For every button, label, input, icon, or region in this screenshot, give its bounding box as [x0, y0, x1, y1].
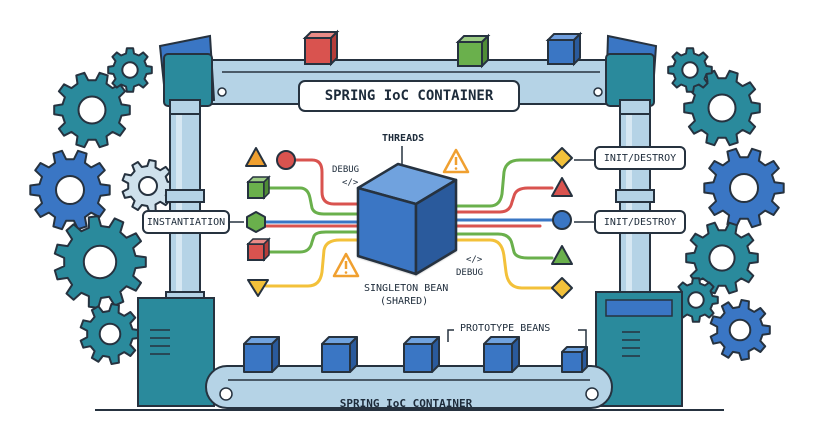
cube-icon	[246, 237, 271, 262]
left-cabinet-vents	[150, 329, 170, 355]
triangle-icon	[551, 245, 573, 265]
code-tag-right: </>	[466, 255, 483, 265]
gear-icon	[709, 299, 771, 361]
singleton-label-line1: SINGLETON BEAN	[364, 283, 449, 294]
gear-icon	[29, 149, 111, 231]
init-destroy-box-1: INIT/DESTROY	[594, 146, 686, 170]
right-cabinet-vents	[622, 331, 640, 357]
diamond-icon	[551, 277, 573, 299]
gears-layer	[29, 47, 785, 365]
top-rail-bolt	[217, 87, 227, 97]
gear-icon	[53, 215, 147, 309]
top-rail-bolt	[593, 87, 603, 97]
triangle-icon	[247, 279, 269, 297]
right-cabinet-panel	[605, 299, 673, 317]
prototype-cubes	[243, 336, 588, 373]
cube-icon	[321, 336, 358, 373]
triangle-icon	[245, 147, 267, 167]
init-destroy-box-2: INIT/DESTROY	[594, 210, 686, 234]
bean-wires	[260, 158, 554, 290]
gear-icon	[79, 303, 141, 365]
bottom-title: SPRING IoC CONTAINER	[339, 396, 473, 410]
conveyor-roller	[219, 387, 233, 401]
init-destroy-label-1: INIT/DESTROY	[603, 152, 677, 164]
cube-icon	[246, 175, 271, 200]
gear-icon	[53, 71, 131, 149]
cube-icon	[243, 336, 280, 373]
cube-icon	[403, 336, 440, 373]
init-destroy-label-2: INIT/DESTROY	[603, 216, 677, 228]
prototype-bracket	[578, 329, 587, 346]
top-title-box: SPRING IoC CONTAINER	[298, 80, 520, 112]
instantiation-label-box: INSTANTIATION	[142, 210, 230, 234]
cube-icon	[302, 29, 340, 67]
right-pillar-collar	[615, 189, 655, 203]
top-right-collar	[619, 99, 651, 115]
debug-label-right: DEBUG	[456, 268, 484, 278]
hexagon-icon	[246, 211, 266, 233]
instantiation-label: INSTANTIATION	[146, 216, 226, 228]
cube-icon	[561, 346, 588, 373]
threads-label: THREADS	[382, 133, 425, 144]
triangle-icon	[551, 177, 573, 197]
code-tag-left: </>	[342, 178, 359, 188]
conveyor-roller	[585, 387, 599, 401]
cube-icon	[455, 33, 491, 69]
top-title: SPRING IoC CONTAINER	[324, 88, 494, 104]
diamond-icon	[551, 147, 573, 169]
cube-icon	[545, 31, 583, 67]
top-left-collar	[169, 99, 201, 115]
gear-icon	[121, 159, 175, 213]
circle-icon	[276, 150, 296, 170]
cube-icon	[483, 336, 520, 373]
gear-icon	[107, 47, 153, 93]
bottom-title-box: SPRING IoC CONTAINER	[312, 392, 500, 414]
top-left-joint	[163, 53, 213, 107]
gear-icon	[685, 221, 759, 295]
debug-label-left: DEBUG	[332, 165, 360, 175]
left-base-cabinet	[137, 297, 215, 407]
singleton-label-line2: (SHARED)	[380, 296, 429, 307]
gear-icon	[683, 69, 761, 147]
prototype-label: PROTOTYPE BEANS	[460, 323, 551, 334]
singleton-cube-icon	[356, 162, 458, 276]
warning-icon	[332, 252, 360, 278]
warning-icon	[442, 148, 470, 174]
prototype-bracket	[447, 329, 454, 342]
top-right-joint	[605, 53, 655, 107]
gear-icon	[667, 47, 713, 93]
left-pillar-collar	[165, 189, 205, 203]
gear-icon	[703, 147, 785, 229]
circle-icon	[552, 210, 572, 230]
